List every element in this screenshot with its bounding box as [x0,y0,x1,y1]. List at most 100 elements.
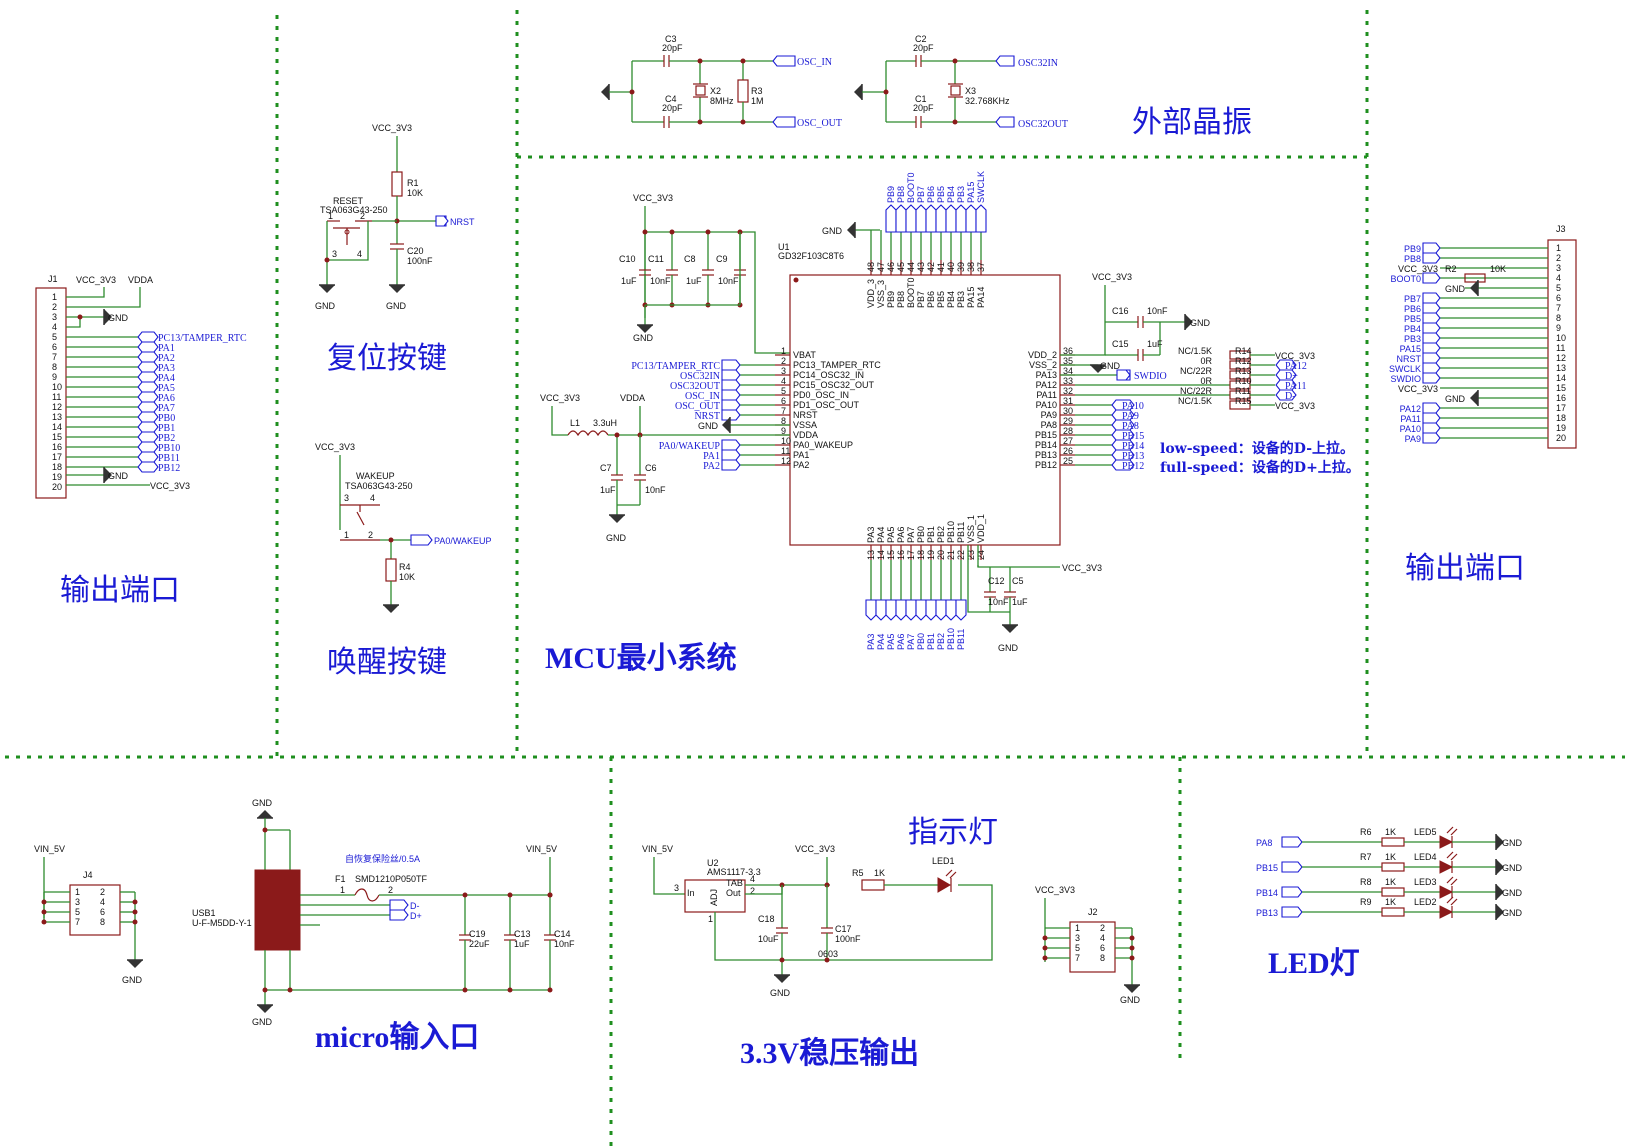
mcu-bottom-pin-name: PB0 [916,526,926,543]
mcu-bottom-pin-number: 21 [946,550,956,560]
xtal-circuit: C3 20pF C4 20pF X2 8MHz R3 1M OSC_IN OSC… [600,34,1068,130]
mcu-gnd-bottom: GND [998,643,1019,653]
j3-pin-number: 8 [1556,313,1561,323]
u1-part: GD32F103C8T6 [778,251,844,261]
mcu-top-pin-name: PB6 [926,291,936,308]
c2-ref: C2 [915,34,927,44]
mcu-top-net-label: PB3 [956,186,966,203]
mcu-top-pin-number: 44 [906,262,916,272]
j3-net-label: PA11 [1400,414,1421,424]
usb-vin-right: VIN_5V [526,844,557,854]
mcu-top-net-label: PB7 [916,186,926,203]
mcu-right-pin-number: 32 [1063,386,1073,396]
mcu-bottom-pin-name: PB10 [946,521,956,543]
mcu-right-pin-name: PA9 [1041,410,1057,420]
mcu-right-net-label: PB15 [1122,431,1144,442]
j1-pin-number: 3 [52,312,57,322]
c20-ref: C20 [407,246,424,256]
mcu-bottom-pin-name: PA4 [876,527,886,543]
mcu-cap-ref: C10 [619,254,636,264]
wake-net-label: PA0/WAKEUP [434,536,492,546]
j1-vcc: VCC_3V3 [76,275,116,285]
mcu-left-pin-name: VSSA [793,420,817,430]
x2-value: 8MHz [710,96,734,106]
r1-ref: R1 [407,178,419,188]
j3-net-label: PA9 [1405,434,1421,444]
led-gnd: GND [1502,888,1523,898]
j3-ref: J3 [1556,224,1566,234]
mcu-bottom-net-label: PA7 [906,634,916,650]
mcu-left-pin-number: 5 [781,386,786,396]
mcu-left-pin-number: 11 [781,446,790,456]
usb-vin-left: VIN_5V [34,844,65,854]
led1-ref: LED1 [932,856,955,866]
j2-pin-number: 6 [1100,943,1105,953]
j3-pin-number: 12 [1556,353,1566,363]
reset-switch-part: TSA063G43-250 [320,205,388,215]
j1-net-label: PA6 [158,393,175,404]
c4-ref: C4 [665,94,677,104]
c7-ref: C7 [600,463,612,473]
mcu-top-pin-name: VDD_3 [866,279,876,308]
reset-switch-ref: RESET [333,196,364,206]
mcu-top-net-label: PB6 [926,186,936,203]
j1-pin-number: 14 [52,422,62,432]
c18-ref: C18 [758,914,775,924]
mcu-bottom-pin-number: 18 [916,550,926,560]
usb-cap-ref: C14 [554,929,571,939]
mcu-left-net-label: OSC_OUT [675,401,720,412]
usb-res-option: NC/22R [1180,386,1213,396]
mcu-vcc-bottom: VCC_3V3 [1062,563,1102,573]
mcu-right-pin-number: 36 [1063,346,1073,356]
mcu-top-pin-name: PB8 [896,291,906,308]
j3-pin-number: 19 [1556,423,1566,433]
j2-pin-number: 7 [1075,953,1080,963]
mcu-left-net-label: PA1 [703,451,720,462]
mcu-bottom-pin-name: VSS_1 [966,515,976,543]
j1-gnd2: GND [108,471,129,481]
led-res-ref: R9 [1360,897,1372,907]
j3-pin-number: 11 [1556,343,1565,353]
mcu-left-pin-name: PA0_WAKEUP [793,440,853,450]
mcu-left-pin-number: 3 [781,366,786,376]
j4-ref: J4 [83,870,93,880]
f1-ref: F1 [335,874,346,884]
reset-nrst-label: NRST [450,217,475,227]
mcu-top-pin-name: PB9 [886,291,896,308]
j3-pin-number: 10 [1556,333,1566,343]
usb-res-net: D- [1285,391,1296,402]
mcu-cap-value: 1uF [621,276,637,286]
vdda-vcc: VCC_3V3 [540,393,580,403]
mcu-right-pin-number: 33 [1063,376,1073,386]
mcu-gnd-left: GND [698,421,719,431]
j1-pin-number: 18 [52,462,62,472]
mcu-top-pin-number: 37 [976,262,986,272]
mcu-top-pin-number: 41 [936,262,946,272]
j1-pin-number: 7 [52,352,57,362]
note-low-speed: low-speed：设备的D-上拉。 [1160,440,1354,457]
note-full-speed: full-speed：设备的D+上拉。 [1160,459,1360,476]
usb-cap-ref: C13 [514,929,531,939]
mcu-cap-ref: C8 [684,254,696,264]
reset-pin3: 3 [332,249,337,259]
j2-pin-number: 5 [1075,943,1080,953]
title-regulator: 3.3V稳压输出 [740,1037,919,1070]
usb1-ref: USB1 [192,908,216,918]
c15-ref: C15 [1112,339,1129,349]
j3-pin-number: 18 [1556,413,1566,423]
mcu-right-pin-number: 31 [1063,396,1073,406]
mcu-top-net-label: PA15 [966,182,976,203]
j4-gnd: GND [122,975,143,985]
mcu-top-net-label: BOOT0 [906,172,916,203]
mcu-left-pin-number: 1 [781,346,786,356]
led-res-ref: R6 [1360,827,1372,837]
mcu-left-pin-number: 10 [781,436,791,446]
led-gnd: GND [1502,838,1523,848]
j3-net-label: SWCLK [1389,364,1421,374]
mcu-top-pin-name: BOOT0 [906,277,916,308]
j4-pin-number: 2 [100,887,105,897]
mcu-left-pin-number: 2 [781,356,786,366]
led-gnd: GND [1502,863,1523,873]
mcu-bottom-pin-name: PB2 [936,526,946,543]
